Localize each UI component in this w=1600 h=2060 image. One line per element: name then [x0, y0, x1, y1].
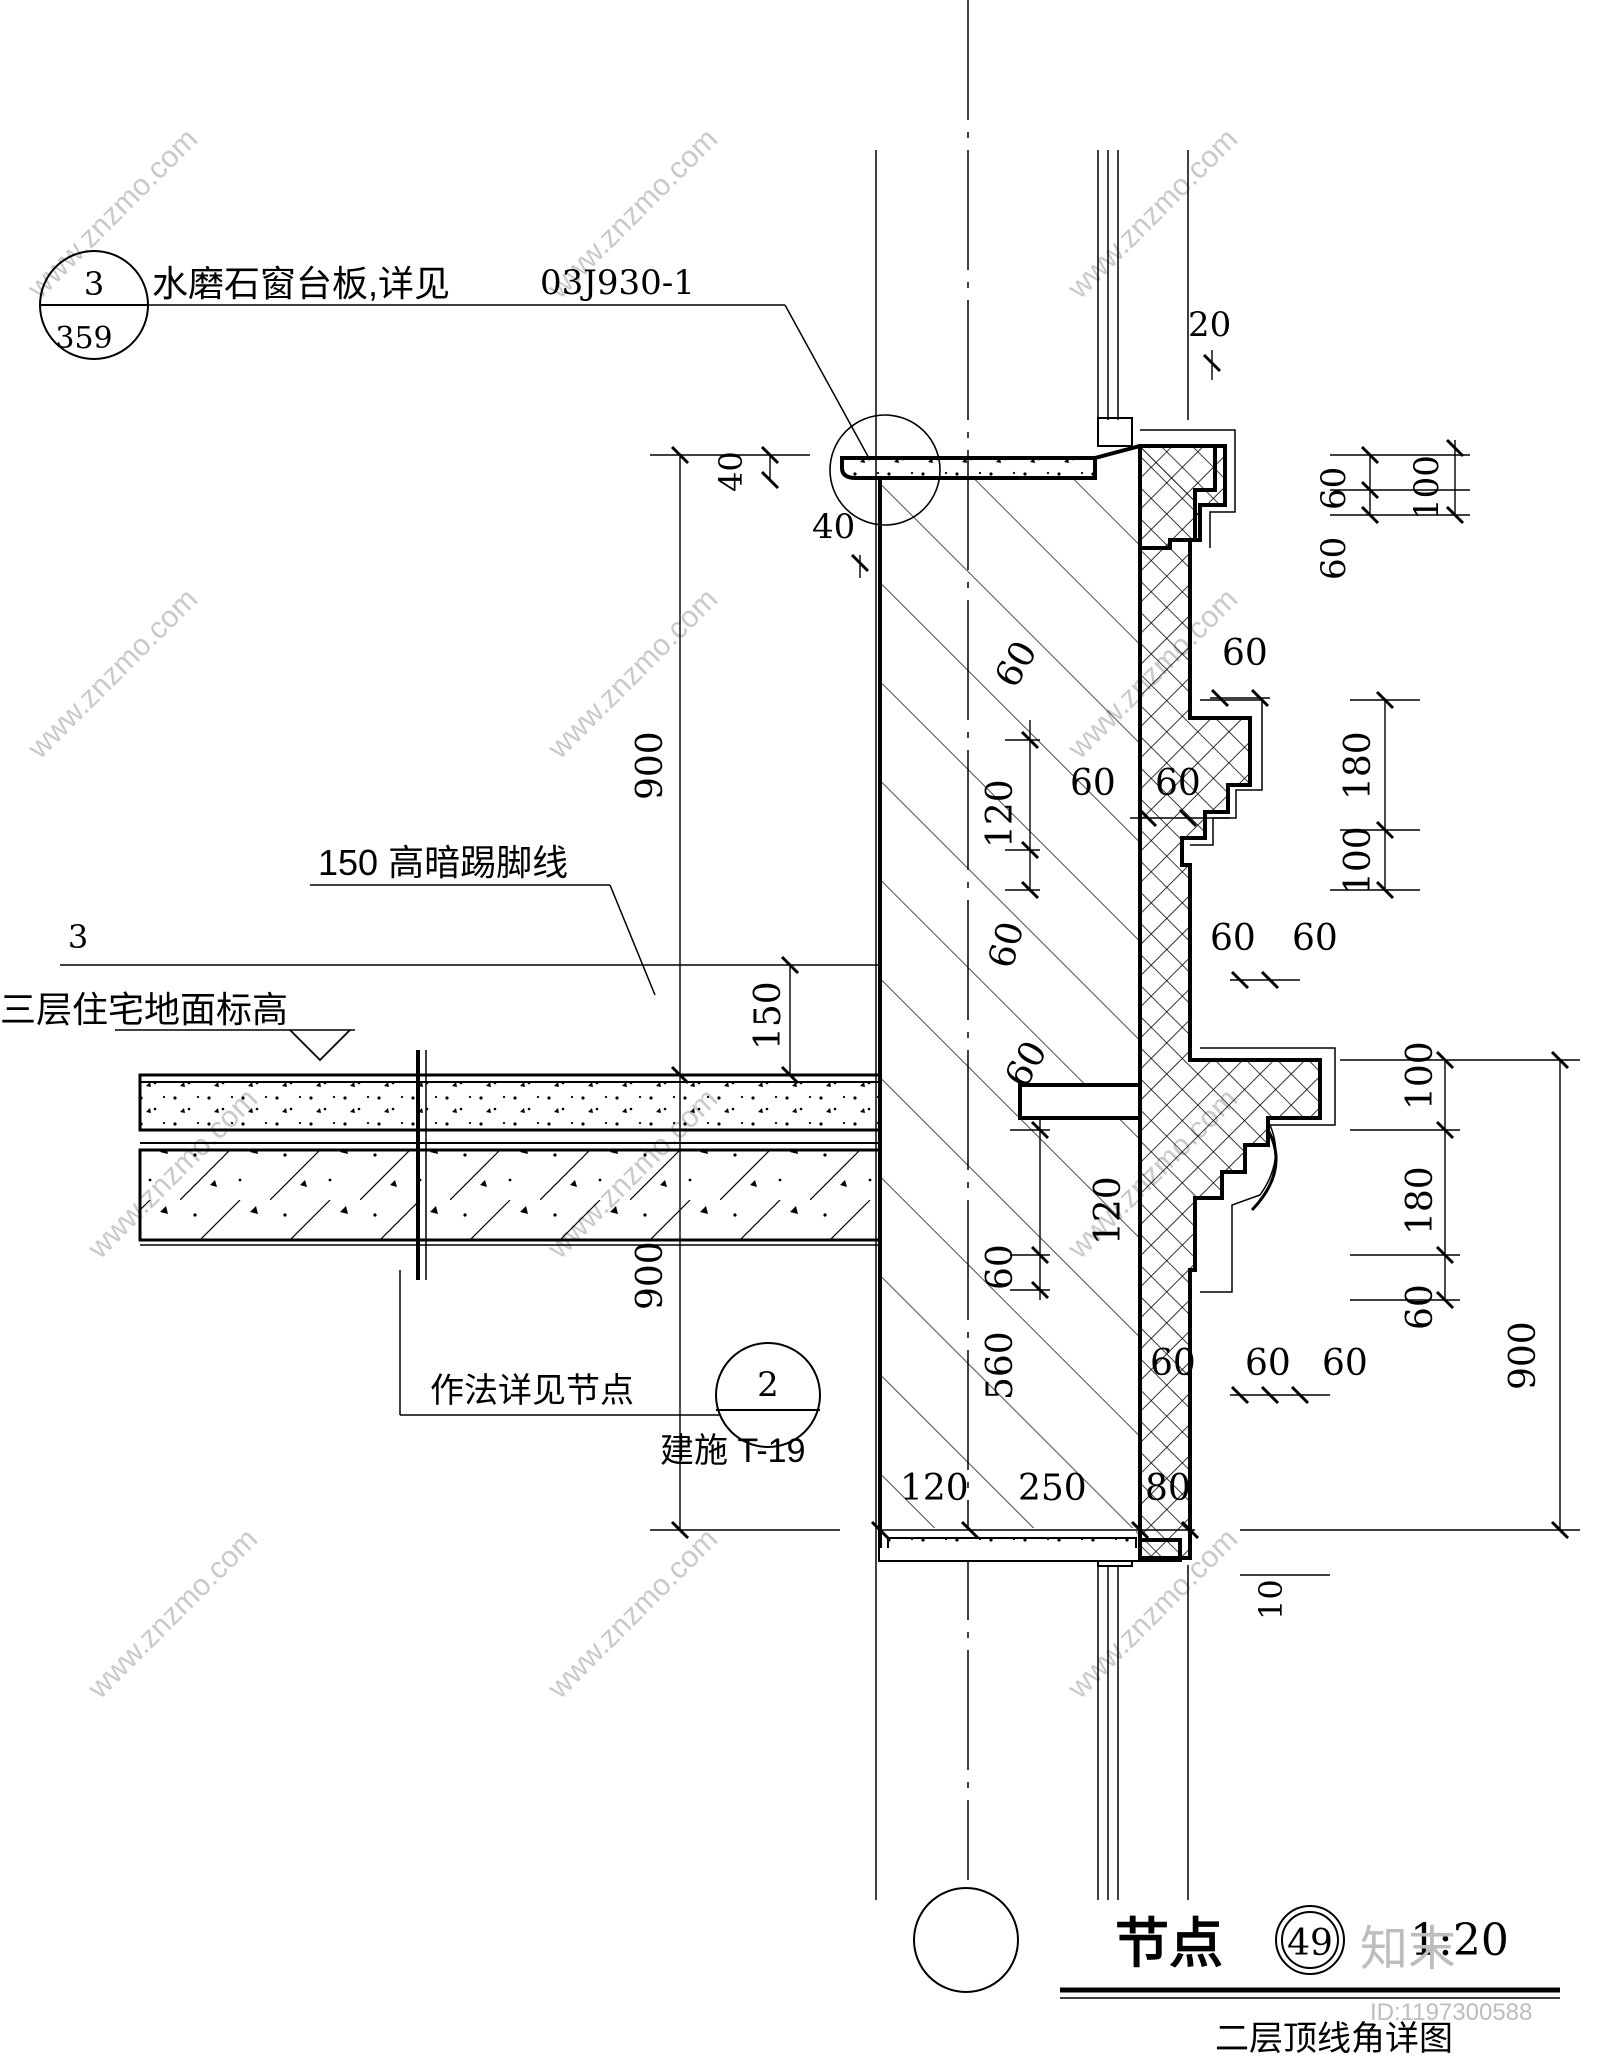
- dim-r-180b: 180: [1400, 1166, 1441, 1235]
- dimension-ticks: [670, 353, 1570, 1540]
- title-block: 节点 49 1:20 二层顶线角详图 知末 ID:1197300588: [1060, 1914, 1560, 2058]
- watermark-text: www.znzmo.com: [1061, 122, 1244, 305]
- dim-40-horizontal: 40: [812, 507, 855, 547]
- dim-r-100c: 100: [1400, 1041, 1441, 1110]
- dim-l-60c: 60: [1322, 1343, 1368, 1384]
- node-detail-bubble: [715, 1342, 821, 1448]
- dim-r-60b: 60: [1314, 537, 1354, 580]
- dim-c-60b: 60: [1070, 763, 1116, 804]
- level-number: 3: [68, 918, 88, 956]
- subtitle-text: 二层顶线角详图: [1215, 2020, 1453, 2058]
- axis-bubble: [913, 1887, 1019, 1993]
- floor-slab: [138, 1050, 882, 1280]
- dim-900-right: 900: [1503, 1321, 1544, 1390]
- dim-r-100b: 100: [1338, 826, 1379, 895]
- node-number: 49: [1287, 1923, 1333, 1964]
- watermark-text: www.znzmo.com: [81, 1522, 264, 1705]
- dim-l-60b: 60: [1245, 1343, 1291, 1384]
- leader-lines: [60, 304, 941, 1416]
- node-number-bubble: [1275, 1905, 1345, 1975]
- moulding-profile: [1138, 429, 1336, 1560]
- skirting-label: 150 高暗踢脚线: [318, 842, 568, 883]
- dim-900-upper: 900: [630, 731, 671, 800]
- dim-b-250: 250: [1018, 1468, 1087, 1509]
- dim-m-60a: 60: [1222, 633, 1268, 674]
- watermark-brand: 知末: [1360, 1923, 1456, 1976]
- dim-40-vertical: 40: [712, 451, 750, 492]
- dim-c-560: 560: [980, 1331, 1021, 1400]
- detail-note: 作法详见节点: [430, 1372, 634, 1410]
- sill-label: 水磨石窗台板,详见: [152, 263, 450, 304]
- dim-c-60f: 60: [980, 1244, 1021, 1290]
- reference-bubbles: [39, 250, 1345, 1993]
- sill-ref-top: 3: [84, 265, 104, 303]
- dim-c-120a: 120: [980, 779, 1021, 848]
- dim-r-100a: 100: [1407, 455, 1447, 520]
- level-label: 三层住宅地面标高: [0, 989, 288, 1030]
- dim-r-60a: 60: [1314, 467, 1354, 510]
- sill-ref-bottom: 359: [55, 321, 112, 356]
- dim-r-60c: 60: [1210, 918, 1256, 959]
- dimension-lines: [650, 350, 1580, 1576]
- dim-c-120b: 120: [1088, 1176, 1129, 1245]
- dim-b-10: 10: [1252, 1579, 1290, 1620]
- detail-ref-bottom: 建施 T-19: [660, 1432, 805, 1470]
- scale-text: 1:20: [1410, 1915, 1509, 1966]
- dim-r-60e: 60: [1400, 1284, 1441, 1330]
- dim-b-80: 80: [1145, 1468, 1191, 1509]
- watermark-text: www.znzmo.com: [541, 1522, 724, 1705]
- dimension-texts: 20 40 40 900 900 900 150 60 100 60 60 18…: [630, 305, 1544, 1620]
- dim-b-120: 120: [900, 1468, 969, 1509]
- dim-c-60c: 60: [1155, 763, 1201, 804]
- title-text: 节点: [1115, 1914, 1223, 1974]
- dim-r-180a: 180: [1338, 731, 1379, 800]
- watermark-text: www.znzmo.com: [21, 582, 204, 765]
- dim-r-60d: 60: [1292, 918, 1338, 959]
- sill-standard: 03J930-1: [540, 263, 695, 303]
- callout-texts: 3 359 水磨石窗台板,详见 03J930-1 150 高暗踢脚线 3 三层住…: [0, 263, 805, 1470]
- detail-ref-top: 2: [757, 1365, 779, 1405]
- watermark-id: ID:1197300588: [1370, 1999, 1532, 2026]
- dim-900-lower: 900: [630, 1241, 671, 1310]
- dim-l-60a: 60: [1150, 1343, 1196, 1384]
- dim-20: 20: [1188, 305, 1231, 345]
- dim-150: 150: [748, 981, 789, 1050]
